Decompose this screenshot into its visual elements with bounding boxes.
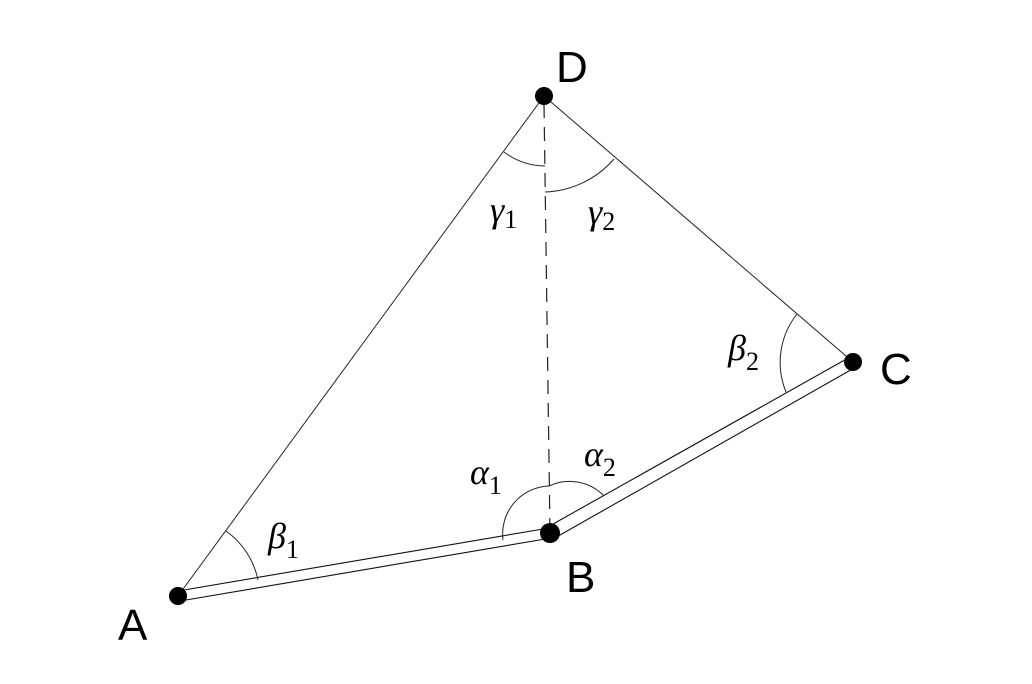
arc-beta2 — [779, 313, 798, 393]
arc-gamma1 — [503, 151, 546, 167]
label-gamma1: γ1 — [490, 190, 517, 234]
label-point-c: C — [880, 345, 912, 394]
point-d — [535, 87, 553, 105]
arc-gamma2 — [544, 158, 615, 193]
line-a-d — [177, 95, 545, 597]
label-alpha1: α1 — [470, 452, 502, 500]
point-a — [169, 587, 187, 605]
label-point-a: A — [118, 601, 148, 650]
label-beta2: β2 — [727, 328, 759, 376]
label-beta1: β1 — [267, 516, 299, 564]
arc-beta1 — [225, 530, 259, 581]
label-gamma2: γ2 — [588, 192, 615, 236]
dashed-line-d-b — [543, 103, 551, 533]
double-line-b-c — [545, 356, 857, 540]
line-d-c — [543, 95, 854, 363]
point-b — [540, 523, 560, 543]
arc-alpha2 — [548, 480, 605, 497]
double-line-a-b — [177, 527, 552, 602]
label-point-d: D — [556, 43, 588, 92]
arc-alpha1 — [502, 485, 550, 541]
label-point-b: B — [566, 553, 595, 602]
point-c — [844, 353, 862, 371]
label-alpha2: α2 — [584, 434, 616, 482]
